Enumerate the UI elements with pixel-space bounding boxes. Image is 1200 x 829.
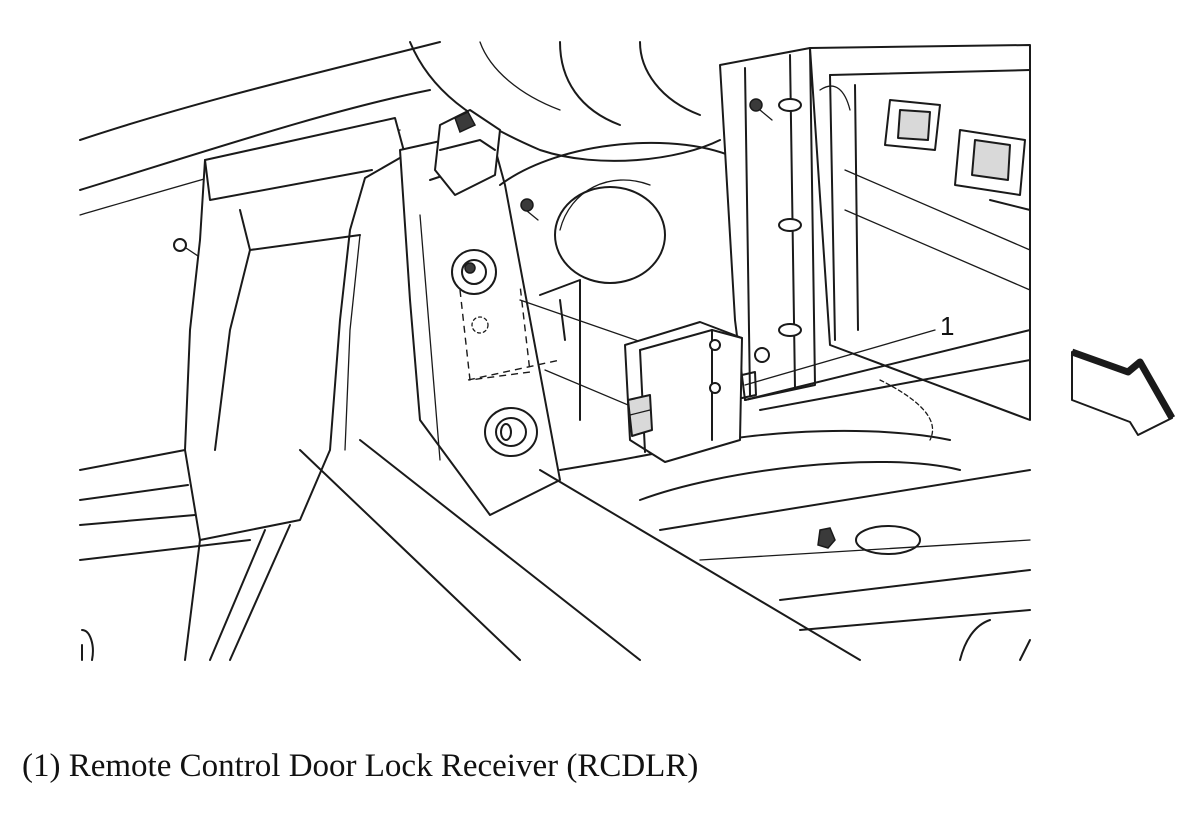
left-pillar-assembly <box>79 117 406 561</box>
upper-body-panels <box>79 41 721 216</box>
callout-1: 1 <box>744 311 954 386</box>
rcdlr-module <box>519 299 757 463</box>
right-frame-structure <box>719 44 1031 421</box>
vehicle-interior-illustration: 1 <box>79 41 1176 661</box>
forward-direction-arrow-icon <box>1070 348 1176 436</box>
floor-panels <box>81 329 1031 661</box>
callout-number: 1 <box>940 311 954 341</box>
figure-caption: (1) Remote Control Door Lock Receiver (R… <box>22 748 699 784</box>
center-pillar <box>399 109 561 516</box>
callout-leader-line <box>744 329 936 386</box>
